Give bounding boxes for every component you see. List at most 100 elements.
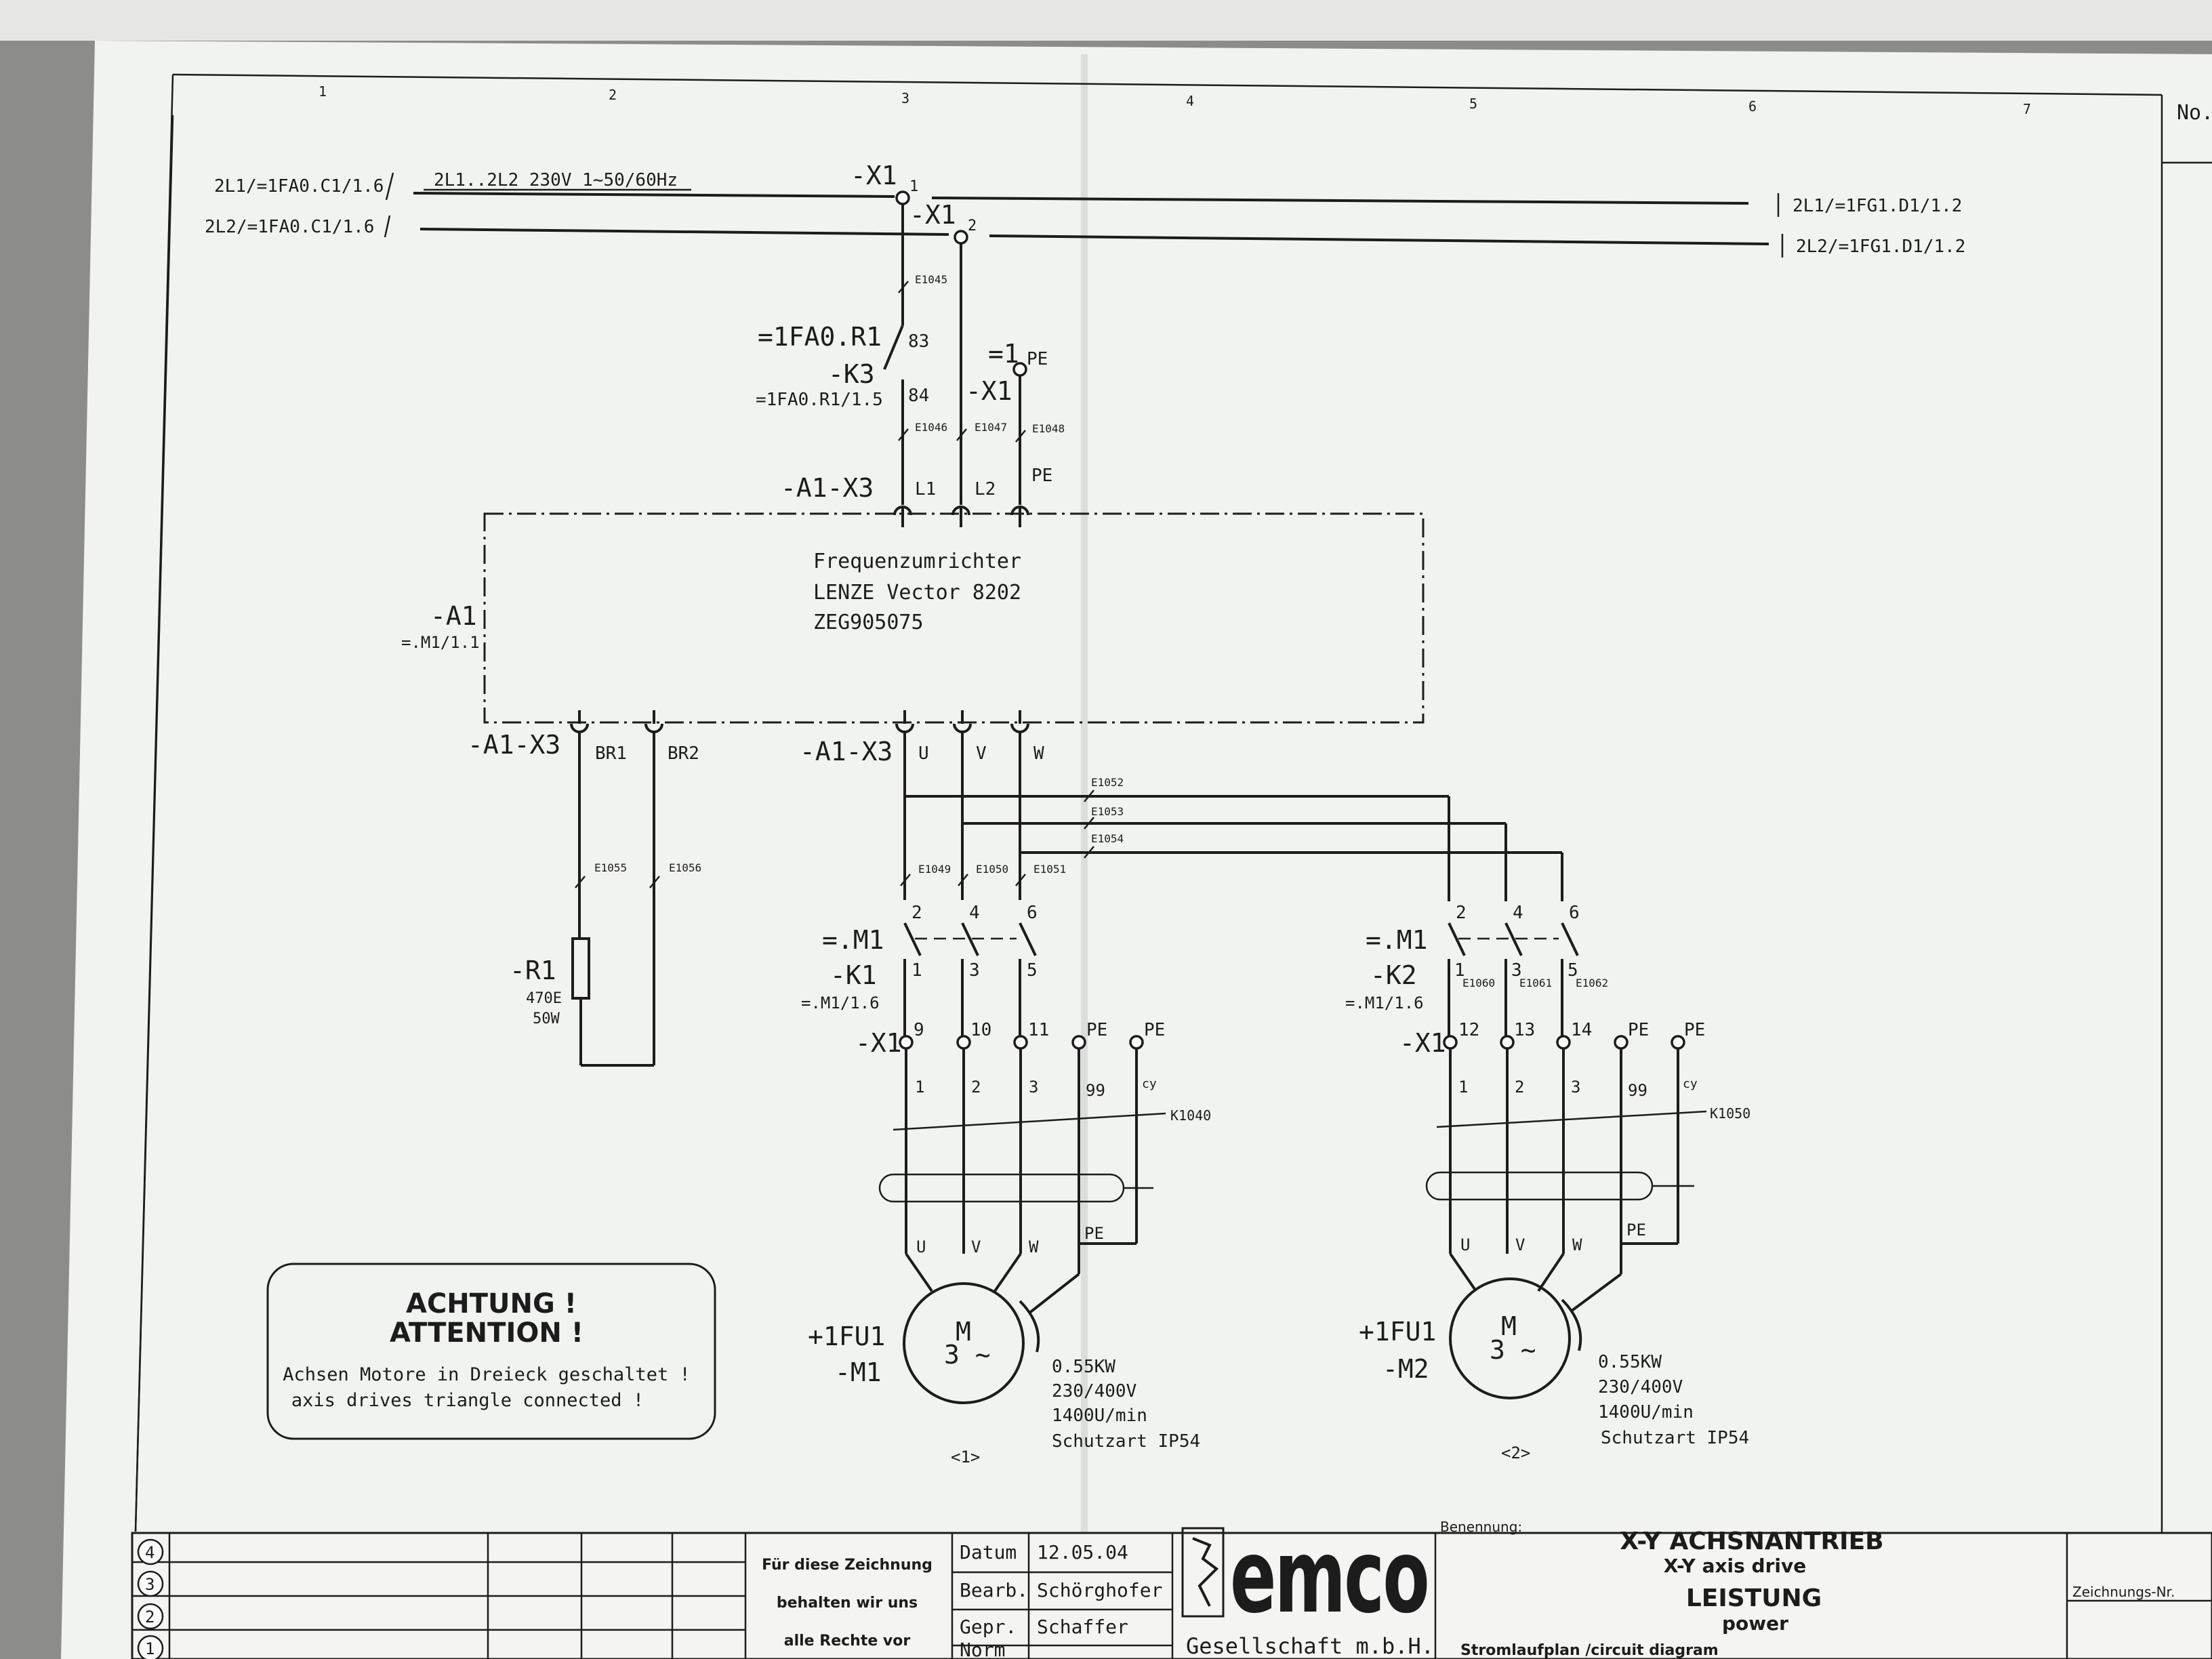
inverter-box (483, 512, 1425, 724)
title-block: 4 3 2 1 Für diese Zeichnung behalten wir… (131, 1518, 2212, 1659)
column-number: 1 (319, 83, 327, 100)
rights-line-3: alle Rechte vor (784, 1633, 911, 1650)
core-number: cy (1142, 1077, 1157, 1091)
motor-m1-symbol: M (956, 1317, 971, 1347)
supply-out-l2: 2L2/=1FG1.D1/1.2 (1796, 237, 1965, 257)
core-number: 3 (1571, 1078, 1580, 1097)
wire-number: E1060 (1462, 977, 1495, 989)
supply-rating: 2L1..2L2 230V 1~50/60Hz (434, 170, 678, 190)
terminal-x1-label: -X1 (851, 161, 897, 190)
corner-label: No. (2177, 101, 2212, 125)
motor-v-label: V (1515, 1235, 1525, 1254)
paper-sheet (61, 41, 2212, 1659)
motor2-speed: 1400U/min (1598, 1402, 1694, 1422)
revision-number: 4 (145, 1543, 155, 1562)
datum-value: 12.05.04 (1037, 1541, 1128, 1563)
k3-contact (883, 325, 904, 370)
column-number: 4 (1186, 93, 1194, 109)
cable-k1040-line (893, 1112, 1166, 1131)
k1-reference: =.M1/1.6 (801, 994, 880, 1012)
terminal-number: 1 (909, 178, 918, 195)
terminal-x1-1 (895, 190, 910, 205)
pe-label: PE (1684, 1020, 1705, 1040)
note-box (266, 1263, 716, 1440)
contact-number: 2 (1456, 903, 1467, 923)
wire-number: E1049 (918, 863, 951, 876)
terminal-13 (1500, 1035, 1515, 1050)
wire-number: E1052 (1091, 776, 1124, 789)
br2-label: BR2 (668, 743, 699, 764)
column-number: 7 (2023, 101, 2031, 117)
wire-number: E1051 (1033, 863, 1066, 876)
column-number: 3 (901, 90, 909, 106)
fa0-label: =1FA0.R1 (758, 322, 882, 352)
wire-number: E1053 (1091, 805, 1124, 818)
terminal-l1-label: L1 (915, 479, 936, 499)
core-number: 99 (1628, 1081, 1647, 1100)
terminal-number: 10 (970, 1020, 991, 1040)
company-name: Gesellschaft m.b.H. (1186, 1633, 1434, 1659)
terminal-11 (1013, 1035, 1028, 1050)
rights-line-2: behalten wir uns (777, 1595, 918, 1612)
supply-out-l1: 2L1/=1FG1.D1/1.2 (1793, 196, 1962, 216)
contact-number: 84 (908, 386, 929, 406)
k1-m1-label: =.M1 (822, 925, 884, 955)
brake-resistor-circuit: E1055 E1056 -R1 470E 50W (510, 732, 701, 1067)
k2-m1-label: =.M1 (1366, 925, 1428, 955)
terminal-pe-c (1614, 1035, 1629, 1050)
terminal-x1-label-3: -X1 (966, 376, 1012, 406)
a1-x3-label-brake: -A1-X3 (468, 730, 560, 760)
terminal-pe-d (1671, 1035, 1685, 1050)
inverter-line-3: ZEG905075 (813, 611, 924, 634)
core-number: 99 (1086, 1081, 1105, 1100)
motor2-voltage: 230/400V (1598, 1377, 1683, 1397)
terminal-9 (899, 1035, 914, 1050)
norm-label: Norm (960, 1639, 1005, 1659)
gepr-label: Gepr. (960, 1616, 1017, 1638)
motor2-index: <2> (1501, 1443, 1530, 1462)
inverter-a1: Frequenzumrichter LENZE Vector 8202 ZEG9… (401, 512, 1425, 724)
cable-k1050-label: K1050 (1710, 1105, 1750, 1122)
motor-u-label: U (916, 1237, 926, 1256)
attention-note: ACHTUNG ! ATTENTION ! Achsen Motore in D… (266, 1263, 716, 1440)
contact-number: 5 (1027, 960, 1038, 981)
k2-reference: =.M1/1.6 (1345, 994, 1424, 1012)
motor2-name: -M2 (1382, 1354, 1429, 1384)
supply-in-l2: 2L2/=1FA0.C1/1.6 (205, 217, 374, 237)
a1-x3-label-top: -A1-X3 (781, 473, 874, 503)
page-underneath (0, 0, 2212, 41)
contact-number: 6 (1569, 903, 1580, 923)
core-number: 2 (1515, 1078, 1524, 1097)
motor1-name: -M1 (835, 1357, 882, 1387)
contact-number: 1 (912, 960, 922, 981)
terminal-x1-label-2: -X1 (909, 200, 956, 230)
k1-contact-2 (961, 922, 979, 956)
pe-label: PE (1086, 1020, 1107, 1040)
motor-m2-symbol: M (1501, 1311, 1517, 1341)
core-number: 1 (1458, 1078, 1468, 1097)
drawing-title-en: X-Y axis drive (1664, 1555, 1807, 1577)
pe-label: PE (1084, 1224, 1104, 1243)
motor2-power: 0.55KW (1598, 1352, 1662, 1372)
revision-number: 2 (145, 1607, 155, 1626)
column-numbers: 1 2 3 4 5 6 7 (319, 83, 2031, 117)
terminal-number: 12 (1458, 1020, 1479, 1040)
contact-number: 3 (1511, 960, 1522, 981)
r1-power: 50W (533, 1010, 560, 1027)
k2-label: -K2 (1370, 960, 1417, 990)
core-number: 1 (915, 1078, 924, 1097)
emco-logo: emco (1230, 1518, 1428, 1636)
revision-number: 3 (145, 1575, 155, 1594)
cable-k1040-label: K1040 (1170, 1107, 1211, 1124)
wire-number: E1047 (975, 421, 1007, 434)
pe-label: PE (1031, 466, 1052, 486)
pe-label: PE (1628, 1020, 1649, 1040)
a1-label: -A1 (430, 601, 477, 631)
motor-m2-phase: 3 ~ (1490, 1335, 1536, 1365)
terminal-number: 13 (1514, 1020, 1535, 1040)
x1-label-m2: -X1 (1399, 1028, 1446, 1058)
motor-w-label: W (1572, 1235, 1582, 1254)
motor1-speed: 1400U/min (1052, 1406, 1147, 1426)
revision-1 (137, 1635, 164, 1659)
